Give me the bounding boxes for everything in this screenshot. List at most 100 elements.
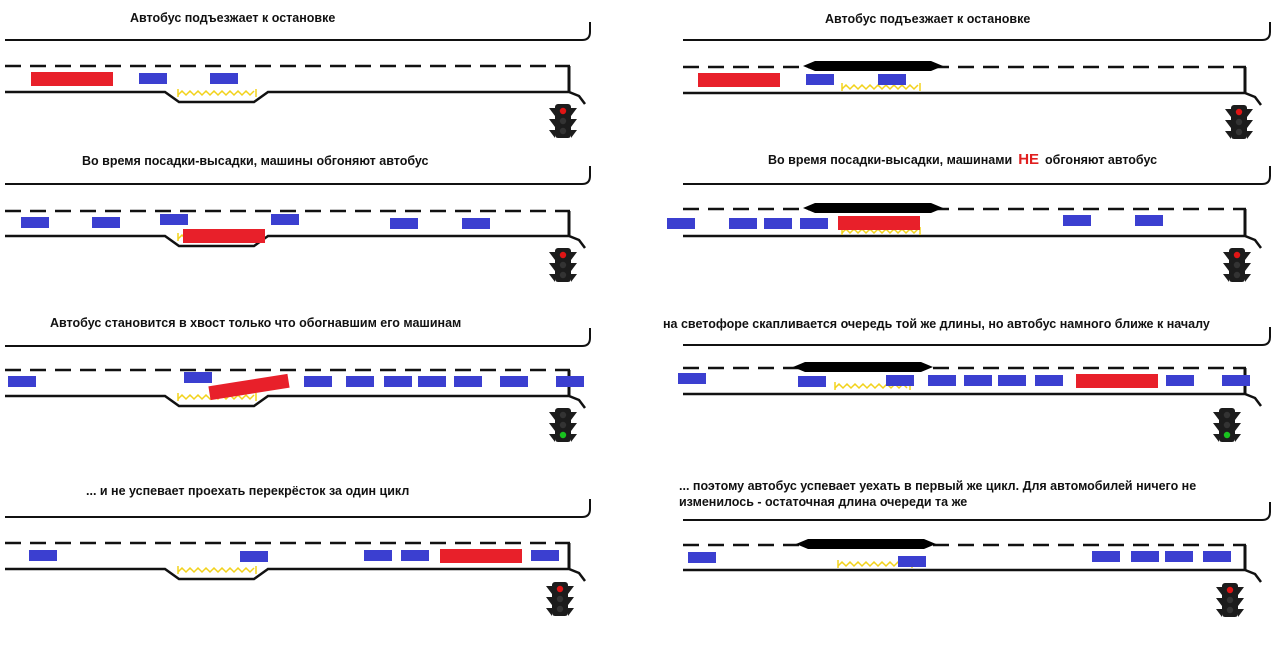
car-l2-4 (271, 214, 299, 225)
car-l2-3 (160, 214, 188, 225)
curb-top-l1 (5, 22, 591, 41)
car-l3-7 (454, 376, 482, 387)
car-l2-5 (390, 218, 418, 229)
caption-right-2-highlight: НЕ (1018, 151, 1040, 168)
car-r3-5 (964, 375, 992, 386)
caption-right-3: на светофоре скапливается очередь той же… (663, 317, 1210, 331)
traffic-light-l3-visors (549, 412, 577, 442)
traffic-light-r2-visors (1223, 252, 1251, 282)
car-l3-3 (304, 376, 332, 387)
caption-right-2-before: Во время посадки-высадки, машинами (768, 153, 1013, 167)
curb-top-l4 (5, 499, 591, 518)
car-r2-3 (764, 218, 792, 229)
car-r2-4 (800, 218, 828, 229)
bus-r1 (698, 73, 780, 87)
traffic-light-l2-lamp-red (559, 251, 567, 259)
car-l3-9 (556, 376, 584, 387)
traffic-light-l3-lamp-red (559, 411, 567, 419)
traffic-light-l4-lamp-yellow (556, 595, 564, 603)
traffic-light-r3-lamp-green (1223, 431, 1231, 439)
traffic-light-r3-visors (1213, 412, 1241, 442)
car-r4-6 (1203, 551, 1231, 562)
stop-marking-l4 (177, 566, 255, 574)
bus-l4 (440, 549, 522, 563)
car-r4-2 (898, 556, 926, 567)
island-r4 (796, 539, 936, 549)
traffic-light-r2-lamp-green (1233, 271, 1241, 279)
traffic-light-l2-visors (549, 252, 577, 282)
bus-r3 (1076, 374, 1158, 388)
bus-l3 (208, 373, 290, 401)
car-r4-3 (1092, 551, 1120, 562)
car-l4-2 (240, 551, 268, 562)
traffic-light-l4-lamp-red (556, 585, 564, 593)
car-l3-6 (418, 376, 446, 387)
car-r2-1 (667, 218, 695, 229)
bus-l2 (183, 229, 265, 243)
bus-r2 (838, 216, 920, 230)
traffic-light-r3-lamp-red (1223, 411, 1231, 419)
traffic-light-r4-lamp-yellow (1226, 596, 1234, 604)
traffic-light-r2-lamp-red (1233, 251, 1241, 259)
stop-marking-r1 (841, 83, 919, 91)
car-r2-6 (1135, 215, 1163, 226)
car-l4-4 (401, 550, 429, 561)
car-r4-4 (1131, 551, 1159, 562)
island-r1 (803, 61, 943, 71)
traffic-light-l3-lamp-yellow (559, 421, 567, 429)
curb-top-r1 (683, 22, 1271, 41)
curb-bottom-r4 (683, 568, 1262, 583)
traffic-light-r4-lamp-red (1226, 586, 1234, 594)
car-r1-1 (806, 74, 834, 85)
traffic-light-r1-lamp-red (1235, 108, 1243, 116)
traffic-light-l1-lamp-green (559, 127, 567, 135)
traffic-light-r4-lamp-green (1226, 606, 1234, 614)
car-l3-1 (8, 376, 36, 387)
traffic-light-l4-lamp-green (556, 605, 564, 613)
curb-bottom-r2 (683, 234, 1262, 249)
curb-bottom-l2 (5, 234, 586, 249)
car-r3-3 (886, 375, 914, 386)
car-r4-5 (1165, 551, 1193, 562)
car-l2-2 (92, 217, 120, 228)
stop-marking-l1 (177, 89, 255, 97)
car-l4-1 (29, 550, 57, 561)
car-r3-7 (1035, 375, 1063, 386)
curb-top-r4 (683, 502, 1271, 521)
island-r3 (793, 362, 933, 372)
curb-bottom-l1 (5, 90, 586, 105)
curb-top-r2 (683, 166, 1271, 185)
caption-right-4: ... поэтому автобус успевает уехать в пе… (679, 479, 1197, 509)
traffic-light-r4-visors (1216, 587, 1244, 617)
traffic-light-l2-lamp-green (559, 271, 567, 279)
car-r3-6 (998, 375, 1026, 386)
traffic-light-r2-lamp-yellow (1233, 261, 1241, 269)
bus-l1 (31, 72, 113, 86)
curb-bottom-r3 (683, 392, 1262, 407)
island-r2 (803, 203, 943, 213)
curb-top-r3 (683, 327, 1271, 346)
traffic-light-l2-lamp-yellow (559, 261, 567, 269)
caption-left-2: Во время посадки-высадки, машины обгоняю… (82, 154, 429, 168)
car-l1-2 (210, 73, 238, 84)
car-r1-2 (878, 74, 906, 85)
caption-left-3: Автобус становится в хвост только что об… (50, 316, 462, 330)
traffic-light-l1-lamp-red (559, 107, 567, 115)
car-l3-4 (346, 376, 374, 387)
car-l3-2 (184, 372, 212, 383)
caption-left-4: ... и не успевает проехать перекрёсток з… (86, 484, 410, 498)
car-r3-1 (678, 373, 706, 384)
curb-bottom-l3 (5, 394, 586, 409)
car-l1-1 (139, 73, 167, 84)
traffic-light-l1-lamp-yellow (559, 117, 567, 125)
car-l3-5 (384, 376, 412, 387)
car-l4-3 (364, 550, 392, 561)
traffic-light-l3-lamp-green (559, 431, 567, 439)
car-r3-2 (798, 376, 826, 387)
car-r2-2 (729, 218, 757, 229)
traffic-light-r1-lamp-green (1235, 128, 1243, 136)
car-l4-5 (531, 550, 559, 561)
car-l2-1 (21, 217, 49, 228)
